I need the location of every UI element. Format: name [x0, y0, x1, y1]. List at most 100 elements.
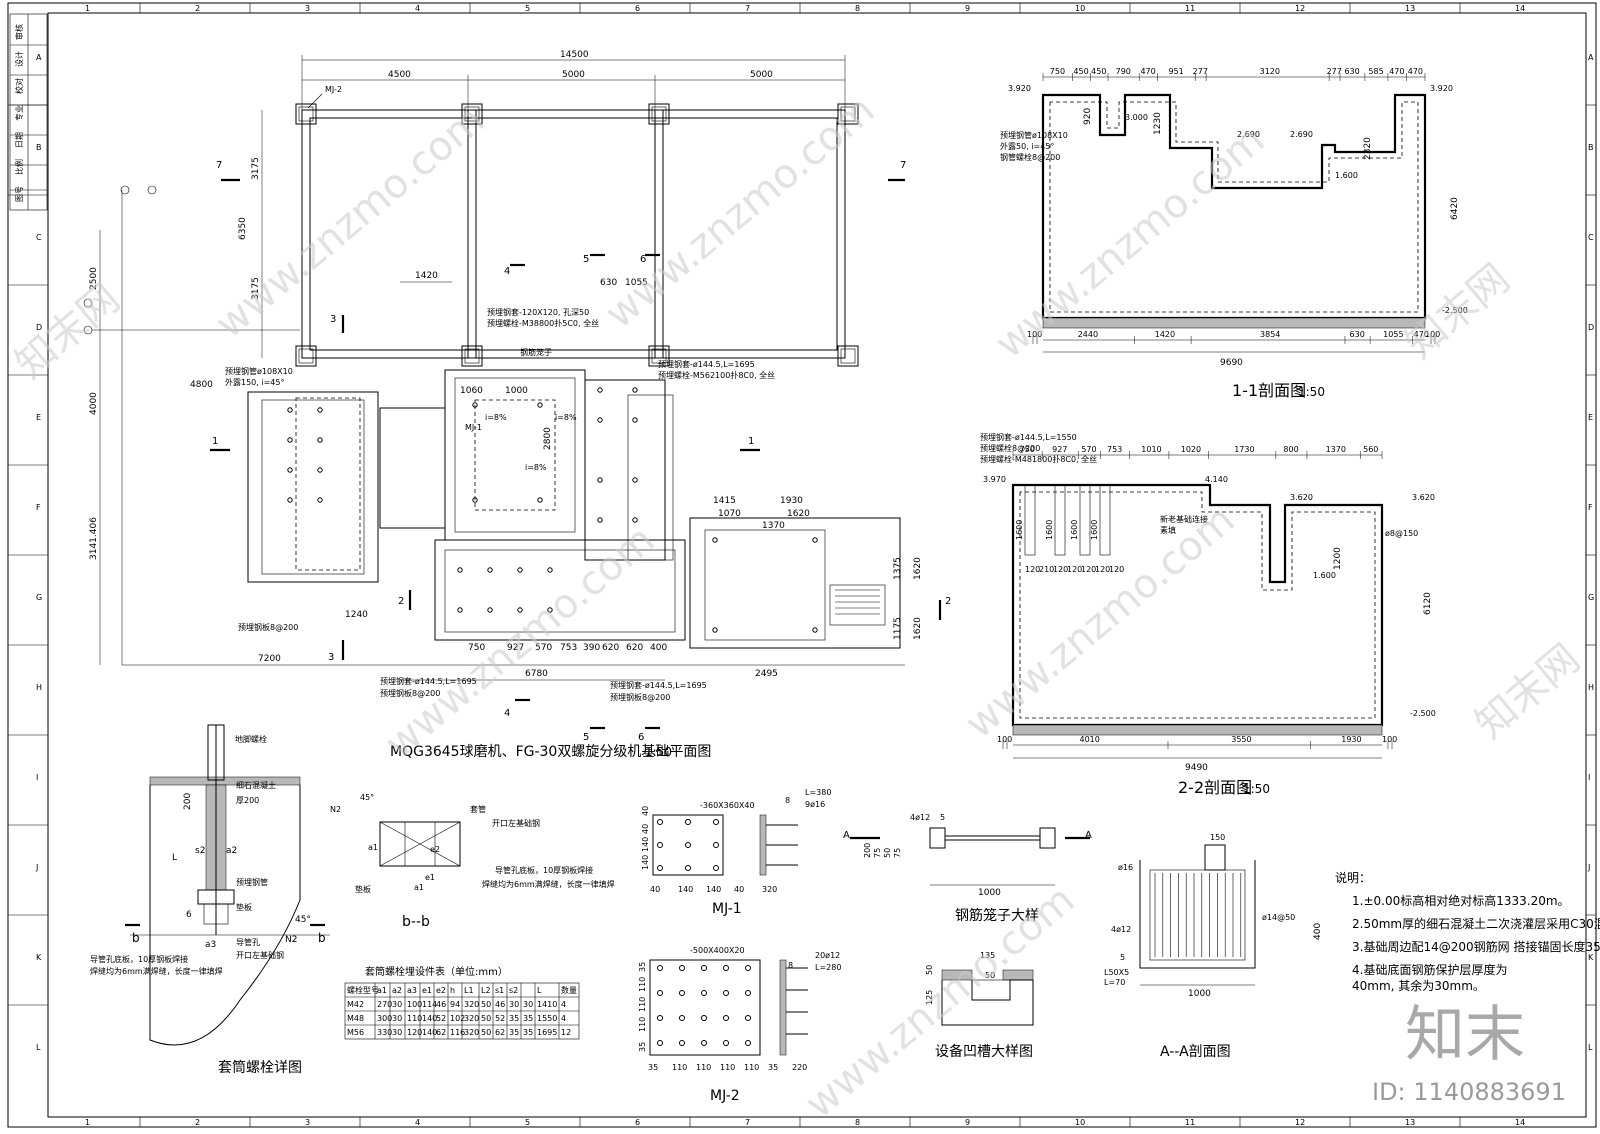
dim-label: 630 [1350, 330, 1365, 339]
section-a-a: 4ø12 150 ø16 5 L50X5 L=70 ø14@50 1000 40… [1104, 833, 1323, 1060]
dim-label: 470 [1408, 67, 1423, 76]
svg-text:6: 6 [186, 910, 192, 920]
grid-col-label: 4 [415, 1118, 420, 1127]
svg-text:1.600: 1.600 [1335, 171, 1358, 180]
grid-col-label: 12 [1295, 4, 1305, 13]
dim-label: 951 [1168, 67, 1183, 76]
anchor-bolt [517, 607, 523, 613]
svg-text:L=70: L=70 [1104, 978, 1125, 987]
svg-text:说明：: 说明： [1335, 870, 1371, 885]
anchor-bolt [487, 567, 493, 573]
anchor-bolt [632, 387, 638, 393]
svg-text:L50X5: L50X5 [1104, 968, 1129, 977]
svg-text:200: 200 [863, 843, 872, 858]
dim-total: 9690 [1220, 358, 1243, 368]
anchor-bolt [712, 627, 718, 633]
table-cell: 102 [450, 1014, 465, 1023]
table-cell: 52 [495, 1014, 505, 1023]
dim-label: 630 [1344, 67, 1359, 76]
table-header: a1 [377, 986, 387, 995]
svg-text:4000: 4000 [89, 392, 99, 415]
svg-text:4.基础底面钢筋保护层厚度为: 4.基础底面钢筋保护层厚度为 [1352, 962, 1507, 977]
dim-label: 3120 [1260, 67, 1280, 76]
anchor-hole [657, 819, 663, 825]
svg-text:预埋钢板8@200: 预埋钢板8@200 [610, 692, 670, 702]
dim-label: 277 [1193, 67, 1208, 76]
svg-text:预埋钢套-120X120, 孔深50: 预埋钢套-120X120, 孔深50 [487, 307, 589, 317]
svg-text:i=8%: i=8% [525, 463, 547, 472]
svg-text:厚200: 厚200 [236, 796, 259, 805]
svg-text:135: 135 [980, 951, 995, 960]
svg-text:导管孔底板，10厚钢板焊接: 导管孔底板，10厚钢板焊接 [495, 865, 593, 875]
table-header: L2 [481, 986, 491, 995]
dim-label: 790 [1116, 67, 1131, 76]
table-cell: 116 [450, 1028, 465, 1037]
dim-label: 570 [1081, 445, 1096, 454]
title-block-cell: 日期 [15, 132, 24, 148]
grid-row-label: L [36, 1043, 41, 1052]
svg-text:8: 8 [788, 961, 793, 970]
grid-row-label: A [36, 53, 42, 62]
grid-row-label: C [1588, 233, 1594, 242]
section-b-b-title: b--b [402, 914, 430, 930]
svg-text:www.znzmo.com: www.znzmo.com [797, 877, 1084, 1128]
dim-label: 40 [734, 885, 744, 894]
grid-col-label: 14 [1515, 4, 1525, 13]
dim-label: 1420 [1155, 330, 1175, 339]
dim-total: 9490 [1185, 763, 1208, 773]
grid-row-label: I [1588, 773, 1590, 782]
anchor-hole [745, 1040, 751, 1046]
grid-row-label: C [36, 233, 42, 242]
dim-label: 753 [1107, 445, 1122, 454]
bolt-detail-title: 套筒螺栓详图 [218, 1059, 302, 1076]
table-cell: 35 [509, 1014, 519, 1023]
dim-label: 3854 [1260, 330, 1280, 339]
dim-label: 3550 [1231, 735, 1251, 744]
dim-label: 100 [1382, 735, 1397, 744]
anchor-bolt [537, 497, 543, 503]
table-header: e1 [422, 986, 432, 995]
dim-label: 110 [744, 1063, 759, 1072]
small-dim: 120 [1081, 565, 1096, 574]
svg-text:ø8@150: ø8@150 [1385, 529, 1418, 538]
dim-label: 1055 [1383, 330, 1403, 339]
anchor-bolt [317, 437, 323, 443]
svg-text:7: 7 [900, 160, 906, 171]
title-block-cell: 设计 [14, 51, 24, 67]
grid-row-label: F [36, 503, 41, 512]
table-cell: 50 [481, 1014, 491, 1023]
grid-row-label: D [36, 323, 42, 332]
svg-text:1230: 1230 [1153, 112, 1163, 135]
anchor-bolt [547, 607, 553, 613]
table-cell: 120 [407, 1028, 422, 1037]
grid-row-label: H [36, 683, 42, 692]
svg-text:9ø16: 9ø16 [805, 800, 825, 809]
anchor-bolt [317, 407, 323, 413]
grid-row-label: G [1588, 593, 1594, 602]
title-block-cell: 比例 [14, 159, 24, 175]
small-dim: 120 [1067, 565, 1082, 574]
svg-text:1000: 1000 [505, 386, 528, 396]
svg-text:4.140: 4.140 [1205, 475, 1228, 484]
svg-text:1375: 1375 [893, 557, 903, 580]
table-cell: 94 [450, 1000, 460, 1009]
dim-label: 100 [1027, 330, 1042, 339]
small-dim: 120 [1095, 565, 1110, 574]
svg-text:-500X400X20: -500X400X20 [690, 946, 745, 955]
svg-text:-2.500: -2.500 [1442, 306, 1468, 315]
svg-text:40mm, 其余为30mm。: 40mm, 其余为30mm。 [1352, 978, 1485, 993]
table-header: s2 [509, 986, 518, 995]
dim-label: 750 [1050, 67, 1065, 76]
svg-text:预埋钢管ø108X10: 预埋钢管ø108X10 [225, 366, 293, 376]
grid-col-label: 1 [85, 4, 90, 13]
svg-text:s2: s2 [195, 846, 205, 856]
grid-col-label: 2 [195, 1118, 200, 1127]
anchor-bolt [517, 567, 523, 573]
grid-col-label: 5 [525, 4, 530, 13]
anchor-bolt [812, 537, 818, 543]
post-dim: 1600 [1070, 520, 1079, 540]
svg-text:预埋钢套-ø144.5,L=1695: 预埋钢套-ø144.5,L=1695 [610, 680, 707, 690]
svg-text:地脚螺栓: 地脚螺栓 [235, 734, 267, 744]
anchor-hole [657, 1040, 663, 1046]
